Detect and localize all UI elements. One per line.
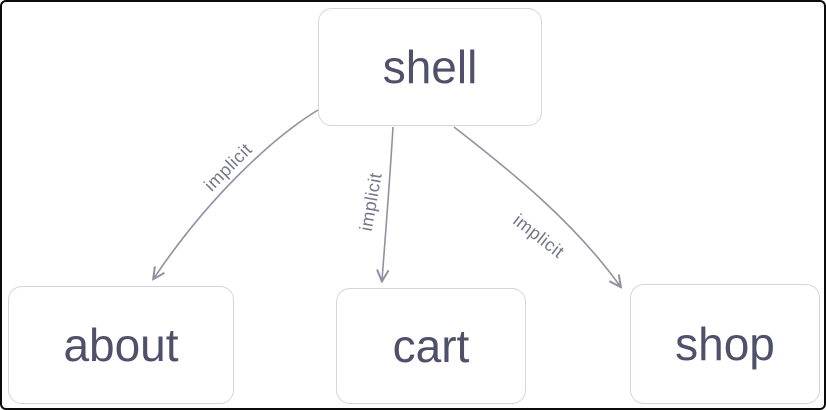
- node-about-label: about: [63, 319, 179, 371]
- node-cart[interactable]: cart: [336, 288, 526, 404]
- edge-shell-cart[interactable]: [382, 126, 394, 280]
- node-shell-label: shell: [382, 41, 478, 93]
- node-shop-label: shop: [675, 318, 775, 370]
- edge-shell-about[interactable]: [154, 109, 319, 278]
- node-about[interactable]: about: [8, 286, 234, 404]
- node-shop[interactable]: shop: [630, 284, 820, 404]
- edge-shell-shop[interactable]: [453, 126, 620, 286]
- node-cart-label: cart: [392, 320, 470, 372]
- edge-label-shell-cart: implicit: [356, 171, 386, 233]
- edge-label-shell-shop: implicit: [509, 210, 568, 262]
- node-shell[interactable]: shell: [318, 8, 542, 126]
